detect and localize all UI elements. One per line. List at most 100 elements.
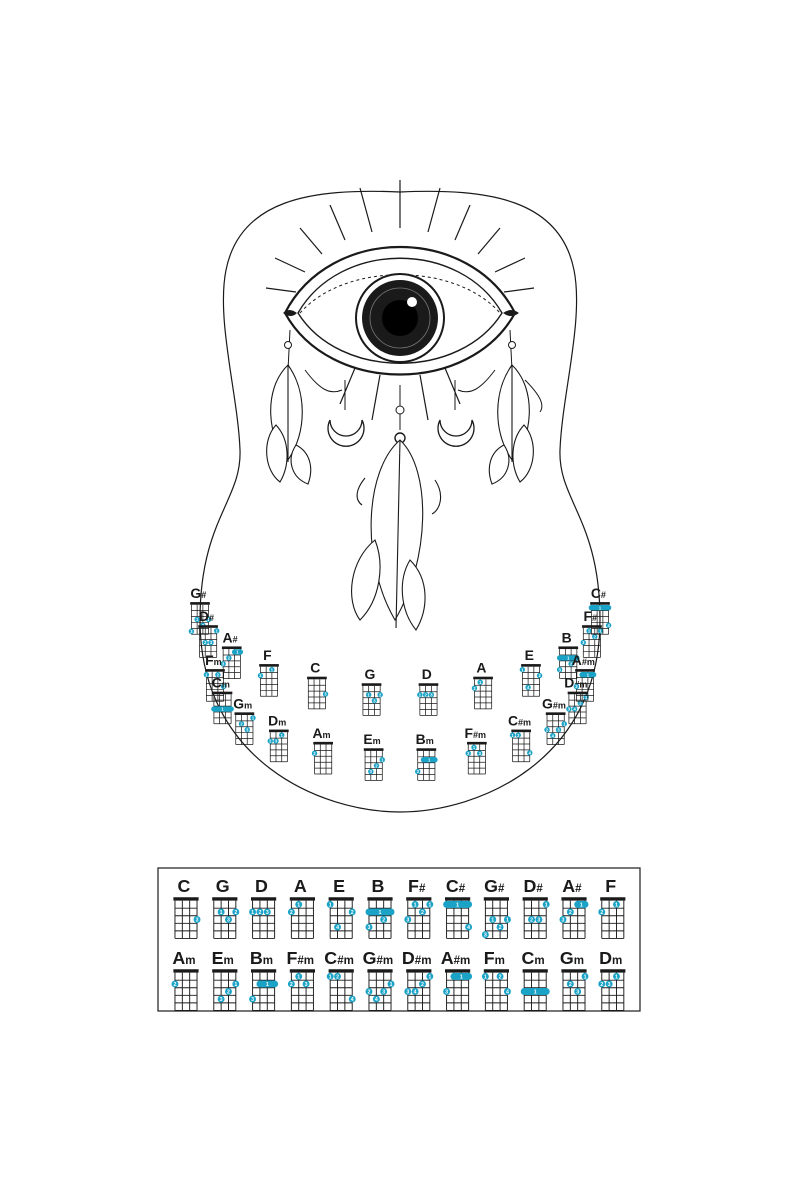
chord-nut [251,897,277,901]
finger-dot [577,700,584,706]
chord-name: Cm [522,948,545,968]
chord-nut [221,646,242,650]
finger-dot [515,732,521,738]
chord-nut [205,669,225,672]
chord-nut [367,969,393,973]
chord-name: Am [312,725,330,741]
chord-nut [561,897,587,901]
chord-a-body-outer: A12 [471,660,493,710]
finger-dot [334,923,341,931]
chord-suffix: # [209,613,214,623]
finger-number: 4 [336,925,339,931]
finger-number: 1 [580,902,583,908]
chord-name: F# [408,876,426,896]
chord-barre [365,908,395,916]
chord-barre [520,988,550,995]
finger-number: 3 [559,667,562,672]
finger-number: 2 [594,634,597,639]
chord-nut [289,897,315,901]
chord-name: F#m [286,948,314,968]
finger-dot [193,916,201,923]
chord-suffix: # [419,883,426,895]
finger-dot [232,980,240,988]
chord-nut [600,969,626,973]
chord-nut [198,625,218,628]
chord-name: Fm [484,948,505,968]
chord-suffix: # [498,883,505,895]
finger-number: 3 [575,684,578,689]
finger-dot [225,988,232,995]
finger-number: 2 [570,661,573,666]
chord-nut [269,729,289,733]
finger-number: 4 [573,707,576,712]
finger-dot [573,683,580,690]
finger-number: 2 [234,910,237,916]
chord-barre [420,757,438,763]
finger-number: 3 [430,692,433,697]
finger-number: 2 [538,673,541,678]
finger-number: 2 [546,727,549,732]
chord-name: G# [484,876,505,896]
finger-number: 2 [259,673,262,678]
finger-dot [496,923,504,931]
finger-number: 2 [368,990,371,996]
finger-number: 3 [417,769,420,774]
finger-dot [311,750,318,757]
chord-nut [567,691,588,695]
chord-name: C# [446,876,466,896]
finger-number: 1 [615,974,618,980]
chord-suffix: m [263,955,273,967]
finger-number: 2 [499,925,502,931]
finger-number: 2 [579,701,582,706]
chord-suffix: # [575,883,582,895]
chord-name: Bm [250,948,273,968]
chord-name: Gm [560,948,584,968]
finger-number: 1 [484,974,487,980]
chord-nut [416,748,437,751]
finger-dot [208,639,214,646]
finger-dot [597,628,604,634]
finger-number: 1 [271,667,274,672]
chord-nut [521,664,541,667]
finger-dot [365,692,372,698]
finger-number: 1 [281,733,284,738]
finger-number: 2 [569,982,572,988]
finger-dot [443,988,451,995]
finger-number: 1 [236,650,239,655]
finger-dot [302,980,310,988]
chord-barre [574,900,589,908]
finger-dot [481,972,489,980]
finger-number: 3 [562,918,565,924]
chord-name: F [263,647,272,663]
finger-dot [471,685,478,691]
chord-suffix: #m [553,700,566,710]
finger-dot [404,916,412,923]
chord-name: Dm [599,948,622,968]
chord-barre [256,980,279,988]
finger-number: 2 [217,672,220,677]
finger-dot [348,995,356,1003]
chord-suffix: m [323,730,331,740]
finger-dot [379,757,385,763]
finger-dot [422,692,429,698]
chord-suffix: m [574,955,584,967]
finger-dot [287,908,295,916]
finger-number: 3 [305,982,308,988]
chord-name: D [422,666,432,682]
finger-number: 3 [373,698,376,703]
finger-number: 1 [234,982,237,988]
chord-suffix: m [222,680,230,690]
chord-nut [483,897,509,901]
finger-number: 1 [329,974,332,980]
finger-dot [326,972,334,980]
chord-name: C#m [324,948,354,968]
